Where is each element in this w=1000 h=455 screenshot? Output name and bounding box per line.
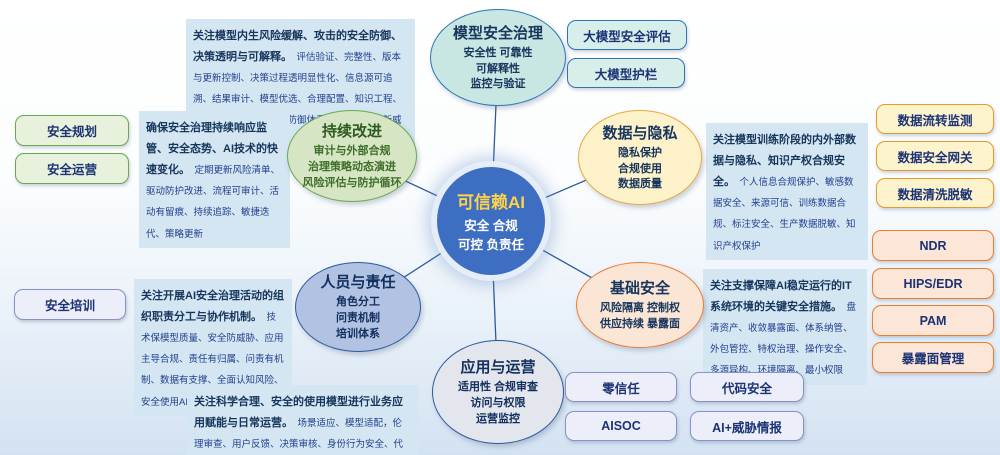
node-line: 数据质量: [618, 178, 662, 191]
chip-security-planning: 安全规划: [15, 115, 129, 146]
chip-llm-security-evaluation: 大模型安全评估: [567, 20, 687, 50]
note-body-text: 技术保模型质量、安全防威胁、应用主导合规、责任有归属、问责有机制、数据有支撑、全…: [141, 312, 284, 408]
node-title: 模型安全治理: [452, 24, 543, 42]
note-bold-text: 确保安全治理持续响应监管、安全态势、AI技术的快速变化。: [146, 122, 278, 177]
center-title: 可信赖AI: [457, 193, 525, 213]
note-bold-text: 关注支撑保障AI稳定运行的IT系统环境的关键安全措施。: [710, 280, 852, 314]
node-line: 审计与外部合规: [313, 145, 391, 158]
node-line: 隐私保护: [618, 146, 662, 159]
chip-llm-guardrail: 大模型护栏: [567, 58, 685, 88]
node-title: 人员与责任: [320, 274, 396, 292]
node-line: 问责机制: [336, 312, 380, 325]
node-line: 培训体系: [336, 327, 380, 340]
node-line: 可解释性: [476, 62, 520, 75]
node-data-and-privacy: 数据与隐私 隐私保护 合规使用 数据质量: [578, 110, 702, 205]
node-line: 安全性 可靠性: [463, 46, 533, 59]
node-title: 应用与运营: [460, 359, 536, 377]
node-line: 监控与验证: [470, 78, 526, 91]
note-body-text: 场景适应、模型适配，伦理审查、用户反馈、决策审核、身份行为安全、代理治理、运行监…: [194, 418, 404, 451]
note-body-text: 个人信息合规保护、敏感数据安全、来源可信、训练数据合规、标注安全、生产数据脱敏、…: [713, 177, 856, 252]
node-line: 运营监控: [476, 412, 520, 425]
note-body-text: 定期更新风险清单、驱动防护改进、流程可审计、活动有留痕、持续追踪、敏捷迭代、策略…: [146, 165, 280, 240]
chip-security-operations: 安全运营: [15, 153, 129, 184]
node-continuous-improvement: 持续改进 审计与外部合规 治理策略动态演进 风险评估与防护循环: [287, 110, 417, 202]
chip-hips-edr: HIPS/EDR: [872, 268, 994, 299]
node-line: 角色分工: [336, 296, 380, 309]
node-line: 治理策略动态演进: [308, 161, 396, 174]
note-foundation-security: 关注支撑保障AI稳定运行的IT系统环境的关键安全措施。 盘清资产、收敛暴露面、体…: [703, 269, 867, 385]
node-title: 基础安全: [609, 280, 670, 298]
note-application-operations: 关注科学合理、安全的使用模型进行业务应用赋能与日常运营。 场景适应、模型适配，伦…: [187, 385, 418, 455]
center-node-trusted-ai: 可信赖AI 安全 合规 可控 负责任: [437, 167, 545, 275]
note-continuous-improvement: 确保安全治理持续响应监管、安全态势、AI技术的快速变化。 定期更新风险清单、驱动…: [139, 111, 290, 248]
chip-ndr: NDR: [872, 230, 994, 261]
node-foundation-security: 基础安全 风险隔离 控制权 供应持续 暴露面: [576, 262, 704, 348]
note-bold-text: 关注模型内生风险缓解、攻击的安全防御、决策透明与可解释。: [193, 30, 402, 64]
node-line: 适用性 合规审查: [457, 381, 539, 394]
chip-code-security: 代码安全: [690, 372, 804, 402]
node-model-security-governance: 模型安全治理 安全性 可靠性 可解释性 监控与验证: [430, 9, 566, 106]
chip-data-security-gateway: 数据安全网关: [876, 141, 994, 171]
node-application-and-operations: 应用与运营 适用性 合规审查 访问与权限 运营监控: [432, 340, 564, 444]
chip-attack-surface-management: 暴露面管理: [872, 342, 994, 373]
center-line: 安全 合规: [464, 219, 518, 234]
node-line: 风险隔离 控制权: [599, 302, 681, 315]
note-bold-text: 关注科学合理、安全的使用模型进行业务应用赋能与日常运营。: [194, 396, 403, 430]
node-line: 合规使用: [618, 162, 662, 175]
chip-ai-threat-intelligence: AI+威胁情报: [690, 411, 804, 441]
node-people-and-responsibility: 人员与责任 角色分工 问责机制 培训体系: [295, 262, 421, 352]
chip-security-training: 安全培训: [14, 289, 126, 320]
note-data-privacy: 关注模型训练阶段的内外部数据与隐私、知识产权合规安全。 个人信息合规保护、敏感数…: [706, 123, 868, 260]
chip-data-cleansing-masking: 数据清洗脱敏: [876, 178, 994, 208]
chip-aisoc: AISOC: [565, 411, 677, 441]
node-title: 持续改进: [321, 123, 382, 141]
note-bold-text: 关注开展AI安全治理活动的组织职责分工与协作机制。: [141, 290, 284, 324]
chip-pam: PAM: [872, 305, 994, 336]
note-body-text: 盘清资产、收敛暴露面、体系纳管、外包管控、特权治理、操作安全、多源异构、环境隔离…: [710, 302, 856, 377]
node-line: 供应持续 暴露面: [599, 318, 681, 330]
chip-zero-trust: 零信任: [565, 372, 677, 402]
node-title: 数据与隐私: [602, 124, 678, 142]
center-line: 可控 负责任: [458, 237, 524, 252]
note-bold-text: 关注模型训练阶段的内外部数据与隐私、知识产权合规安全。: [713, 134, 856, 189]
node-line: 访问与权限: [470, 397, 526, 410]
chip-data-flow-monitoring: 数据流转监测: [876, 104, 994, 134]
node-line: 风险评估与防护循环: [302, 176, 402, 189]
